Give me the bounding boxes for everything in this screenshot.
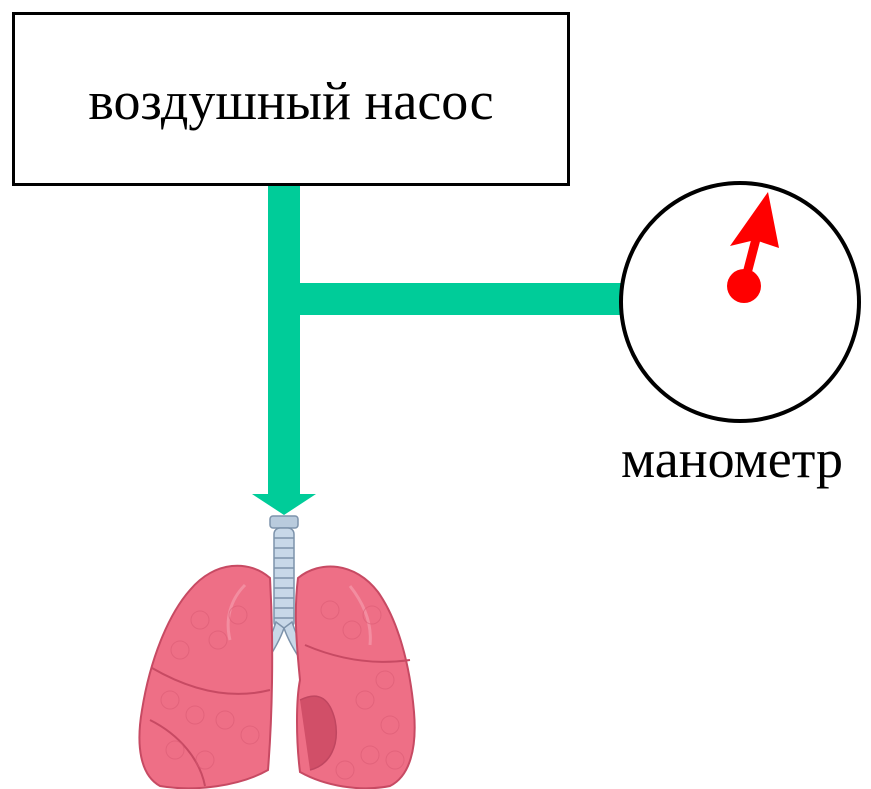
tube-arrow-head: [252, 494, 316, 515]
left-lung: [139, 566, 272, 789]
lungs-icon: [139, 516, 414, 788]
gauge-label: манометр: [598, 432, 866, 486]
air-tube: [252, 186, 622, 515]
air-pump-label: воздушный насос: [88, 70, 493, 128]
gauge-pivot: [727, 269, 761, 303]
pressure-gauge: [621, 183, 859, 421]
right-lung: [296, 566, 415, 788]
horizontal-tube: [300, 283, 622, 315]
air-pump-box: воздушный насос: [12, 12, 570, 186]
vertical-tube: [268, 186, 300, 494]
